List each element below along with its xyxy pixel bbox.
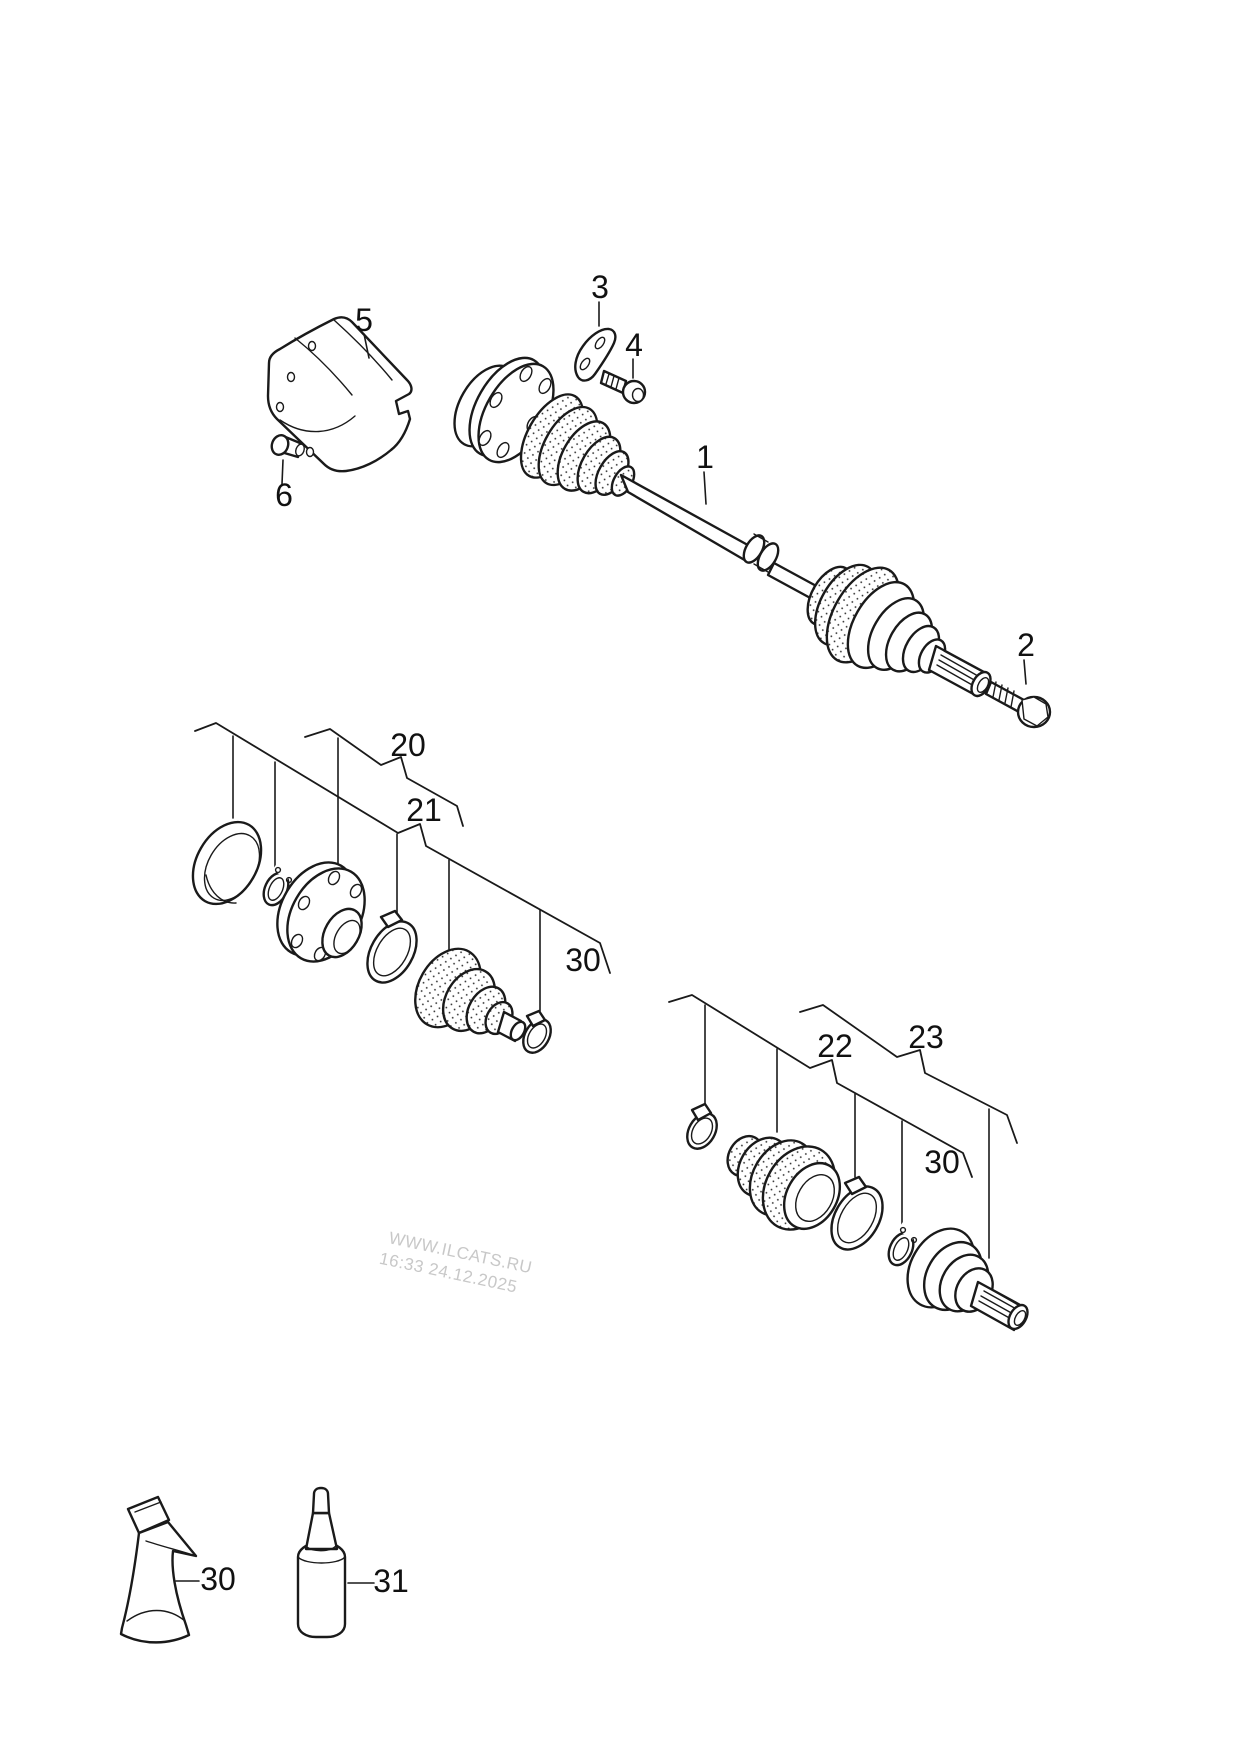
clamp-small-inner-drawing: [522, 1009, 552, 1054]
screw-6-drawing: [270, 434, 305, 459]
bracket-23: [799, 1004, 1018, 1144]
callout-2[interactable]: 2: [1017, 627, 1035, 663]
clamp-small-outer-drawing: [686, 1102, 718, 1150]
bracket-20: [304, 728, 464, 827]
inner-joint-flange-drawing: [276, 861, 366, 963]
grease-tube-drawing: [119, 1495, 198, 1644]
bolt-2-drawing: [984, 680, 1052, 729]
callout-3[interactable]: 3: [591, 269, 609, 305]
callout-30-outer[interactable]: 30: [924, 1144, 960, 1180]
heat-shield-drawing: [266, 316, 413, 473]
clamping-plate-3-drawing: [574, 327, 617, 382]
callout-1[interactable]: 1: [696, 439, 714, 475]
callout-20[interactable]: 20: [390, 727, 426, 763]
cover-cap-drawing: [191, 820, 263, 906]
circlip-outer-drawing: [887, 1218, 920, 1267]
callout-23[interactable]: 23: [908, 1019, 944, 1055]
callout-31[interactable]: 31: [373, 1563, 409, 1599]
callout-21[interactable]: 21: [406, 792, 442, 828]
callout-22[interactable]: 22: [817, 1028, 853, 1064]
clamp-large-outer-drawing: [830, 1175, 884, 1251]
inner-joint-kit-drawing: [191, 820, 552, 1054]
bracket-22: [668, 994, 973, 1178]
bolt-4-drawing: [599, 369, 647, 405]
outer-joint-drawing: [906, 1227, 1029, 1332]
outer-boot-drawing: [726, 1134, 842, 1231]
bottle-drawing: [296, 1486, 347, 1639]
outer-joint-kit-drawing: [686, 1102, 1029, 1332]
callout-4[interactable]: 4: [625, 327, 643, 363]
clamp-large-inner-drawing: [366, 909, 418, 984]
callout-30-grease[interactable]: 30: [200, 1561, 236, 1597]
callout-5[interactable]: 5: [355, 302, 373, 338]
callout-30-inner[interactable]: 30: [565, 942, 601, 978]
callout-labels: 1 2 3 4 5 6 20 21 30 22 23 30 30 31: [200, 269, 1035, 1599]
leader-lines: [175, 301, 1027, 1584]
group-brackets: [194, 722, 1018, 1178]
inner-boot-drawing: [414, 947, 527, 1043]
bracket-21: [194, 722, 611, 974]
callout-6[interactable]: 6: [275, 477, 293, 513]
drive-shaft-1-drawing: [453, 356, 992, 698]
